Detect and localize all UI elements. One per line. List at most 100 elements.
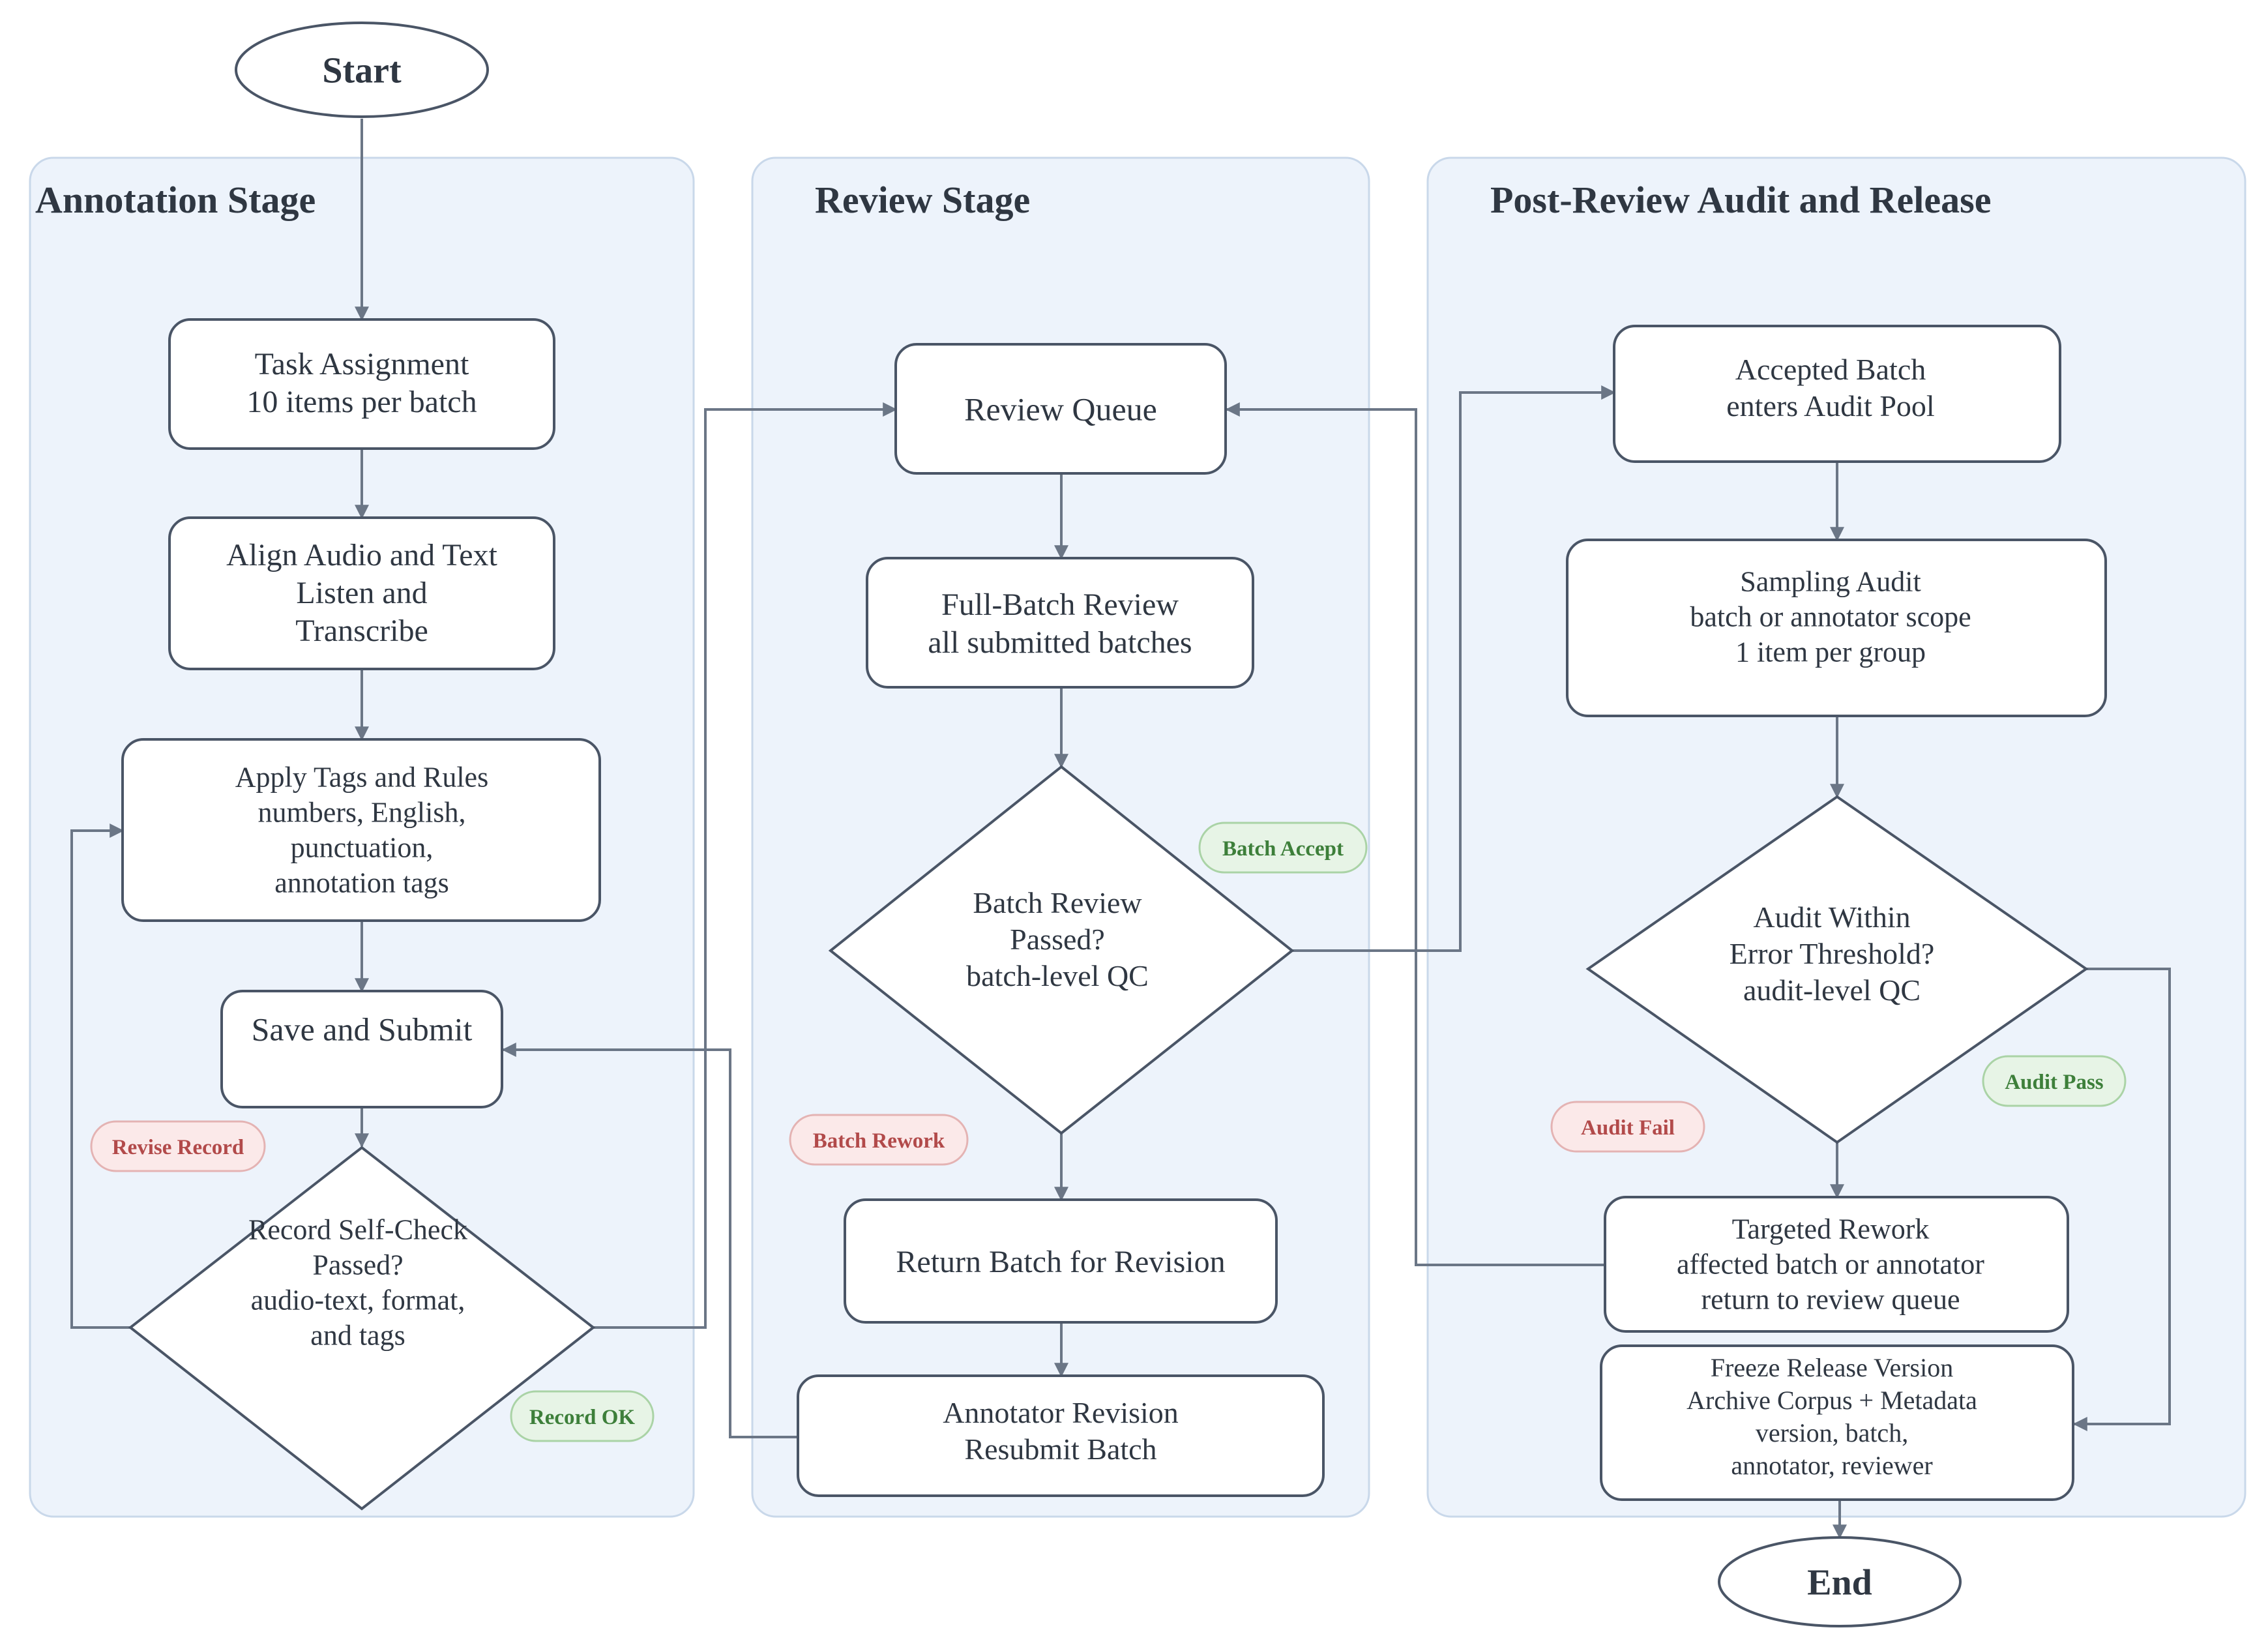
return-batch-label: Return Batch for Revision xyxy=(896,1245,1225,1279)
sampling-audit-line: Sampling Audit xyxy=(1740,565,1921,597)
start-label: Start xyxy=(322,51,402,91)
self-check-line: audio-text, format, xyxy=(251,1284,465,1316)
svg-text:Audit Fail: Audit Fail xyxy=(1581,1116,1675,1140)
end-label: End xyxy=(1807,1563,1872,1603)
apply-tags-line: numbers, English, xyxy=(258,796,466,828)
start-node xyxy=(235,22,489,118)
self-check-line: Record Self-Check xyxy=(248,1213,467,1245)
annotator-revision-node xyxy=(797,1374,1325,1497)
return-batch-line: Return Batch for Revision xyxy=(896,1245,1225,1279)
align-line: Align Audio and Text xyxy=(226,538,497,572)
sampling-audit-node xyxy=(1566,539,2107,717)
review-queue-node xyxy=(894,343,1227,475)
task-assignment-label: Task Assignment 10 items per batch xyxy=(246,347,477,419)
start-line: Start xyxy=(322,51,402,91)
svg-text:Record OK: Record OK xyxy=(529,1406,636,1429)
sampling-audit-label: Sampling Audit batch or annotator scope 1 … xyxy=(1690,565,1971,668)
self-check-line: and tags xyxy=(310,1319,405,1351)
end-line: End xyxy=(1807,1563,1872,1603)
targeted-rework-line: return to review queue xyxy=(1701,1283,1960,1315)
edges xyxy=(70,119,2171,1539)
apply-tags-line: annotation tags xyxy=(274,867,449,898)
freeze-release-line: annotator, reviewer xyxy=(1731,1451,1932,1480)
lane-title-audit: Post-Review Audit and Release xyxy=(1490,179,1991,221)
audit-decision-diamond xyxy=(1585,795,2089,1144)
apply-tags-line: punctuation, xyxy=(291,831,434,863)
annotator-revision-line: Annotator Revision xyxy=(943,1396,1179,1429)
freeze-release-line: version, batch, xyxy=(1756,1418,1908,1447)
full-review-line: all submitted batches xyxy=(928,625,1192,660)
edge-rework-to-queue xyxy=(1225,402,1605,1266)
badges: Revise Record Record OK Batch Accept Bat… xyxy=(90,822,2127,1442)
freeze-release-node xyxy=(1600,1344,2074,1501)
align-line: Listen and xyxy=(296,576,427,610)
review-queue-label: Review Queue xyxy=(964,391,1157,428)
lane-title-review: Review Stage xyxy=(815,179,1030,221)
badge-audit-pass: Audit Pass xyxy=(1982,1055,2127,1107)
full-review-node xyxy=(866,557,1254,689)
audit-decision-line: Audit Within xyxy=(1753,900,1910,934)
badge-revise-record: Revise Record xyxy=(90,1120,266,1172)
task-assignment-line: Task Assignment xyxy=(255,347,469,381)
self-check-diamond xyxy=(128,1146,596,1511)
save-submit-node xyxy=(220,990,503,1108)
svg-text:Revise Record: Revise Record xyxy=(112,1136,244,1159)
edge-selfcheck-revise xyxy=(70,823,130,1329)
badge-batch-rework: Batch Rework xyxy=(789,1114,969,1166)
audit-decision-line: Error Threshold? xyxy=(1730,937,1935,970)
full-review-line: Full-Batch Review xyxy=(941,587,1179,622)
lane-title-annotation: Annotation Stage xyxy=(35,179,316,221)
edge-audit-pass-to-freeze xyxy=(2072,968,2171,1431)
apply-tags-node xyxy=(121,738,601,922)
audit-decision-line: audit-level QC xyxy=(1743,973,1921,1007)
edge-revision-to-save xyxy=(501,1043,798,1438)
accepted-batch-line: Accepted Batch xyxy=(1735,353,1926,386)
apply-tags-line: Apply Tags and Rules xyxy=(235,761,488,793)
batch-decision-line: Batch Review xyxy=(973,886,1142,919)
freeze-release-line: Freeze Release Version xyxy=(1711,1353,1953,1382)
svg-text:Batch Accept: Batch Accept xyxy=(1222,837,1344,861)
freeze-release-line: Archive Corpus + Metadata xyxy=(1686,1386,1977,1415)
align-line: Transcribe xyxy=(295,614,428,648)
save-submit-label: Save and Submit xyxy=(252,1011,473,1048)
svg-text:Audit Pass: Audit Pass xyxy=(2005,1071,2103,1094)
badge-audit-fail: Audit Fail xyxy=(1550,1101,1705,1153)
badge-batch-accept: Batch Accept xyxy=(1198,822,1368,874)
sampling-audit-line: 1 item per group xyxy=(1735,636,1926,668)
edge-selfcheck-ok-to-queue xyxy=(593,402,898,1329)
end-node xyxy=(1718,1536,1962,1627)
batch-decision-line: batch-level QC xyxy=(966,959,1149,992)
return-batch-node xyxy=(844,1198,1278,1324)
batch-decision-diamond xyxy=(828,765,1295,1135)
task-assignment-line: 10 items per batch xyxy=(246,385,477,419)
batch-decision-line: Passed? xyxy=(1010,923,1105,956)
accepted-batch-node xyxy=(1613,325,2061,463)
annotator-revision-line: Resubmit Batch xyxy=(964,1432,1156,1466)
align-node xyxy=(168,516,555,670)
targeted-rework-line: affected batch or annotator xyxy=(1677,1248,1984,1280)
save-submit-line: Save and Submit xyxy=(252,1011,473,1048)
sampling-audit-line: batch or annotator scope xyxy=(1690,601,1971,632)
edge-decision-accept xyxy=(1292,385,1616,952)
self-check-line: Passed? xyxy=(312,1249,403,1281)
review-queue-line: Review Queue xyxy=(964,391,1157,428)
task-assignment-node xyxy=(168,318,555,450)
targeted-rework-node xyxy=(1604,1196,2069,1333)
svg-text:Batch Rework: Batch Rework xyxy=(813,1129,945,1153)
badge-record-ok: Record OK xyxy=(510,1390,655,1442)
accepted-batch-line: enters Audit Pool xyxy=(1726,389,1934,423)
targeted-rework-line: Targeted Rework xyxy=(1732,1213,1930,1245)
